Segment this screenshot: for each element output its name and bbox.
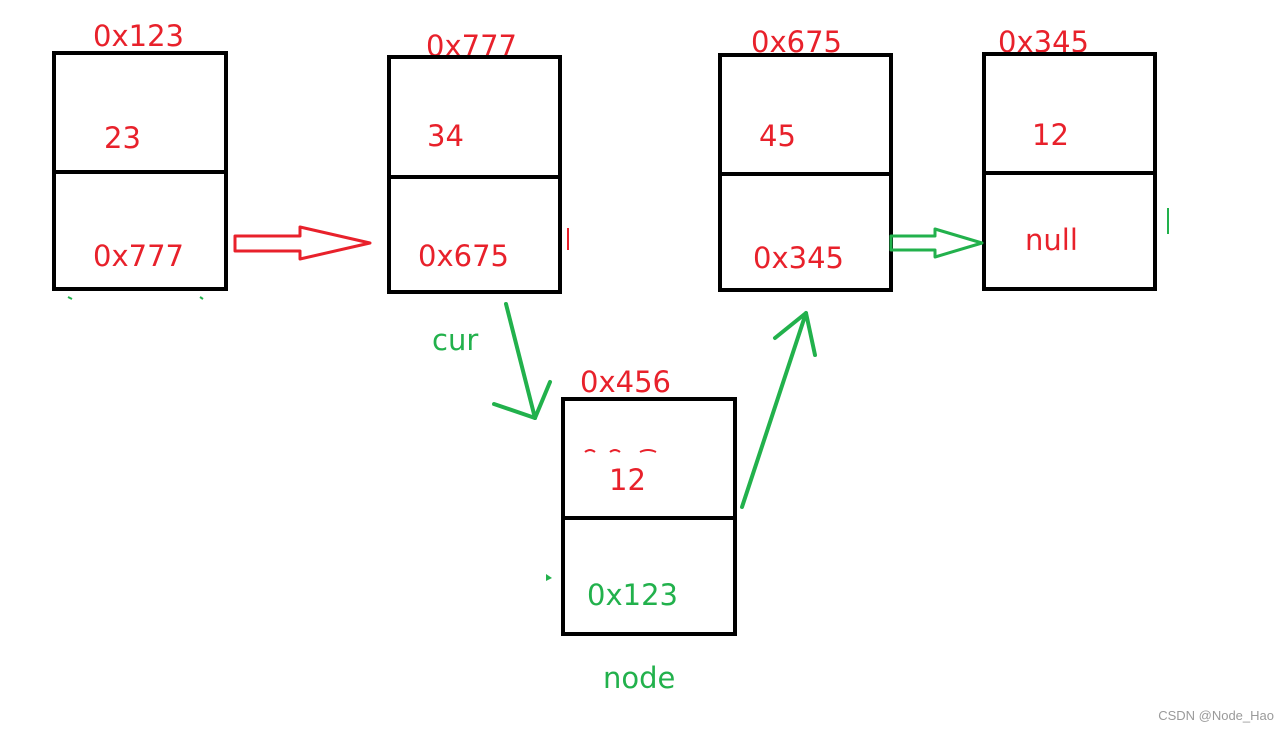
stray-marks xyxy=(67,208,1169,581)
new-node-address: 0x456 xyxy=(580,365,671,399)
list-node-1: 0x777 34 0x675 xyxy=(387,29,562,294)
cur-label: cur xyxy=(432,323,478,357)
new-node-next: 0x123 xyxy=(587,578,678,612)
green-pointer-arrow xyxy=(889,227,984,259)
cur-to-node-arrow xyxy=(492,302,552,420)
watermark: CSDN @Node_Hao xyxy=(1158,708,1274,723)
new-node-value: 12 xyxy=(609,463,646,497)
node-to-next-arrow xyxy=(740,311,817,509)
node-label: node xyxy=(603,661,675,695)
node-3-value: 12 xyxy=(1032,118,1069,152)
node-2-next: 0x345 xyxy=(753,241,844,275)
node-3-next: null xyxy=(1025,223,1078,257)
node-0-next: 0x777 xyxy=(93,239,184,273)
list-node-2: 0x675 45 0x345 xyxy=(718,25,893,292)
node-0-value: 23 xyxy=(104,121,141,155)
node-2-value: 45 xyxy=(759,119,796,153)
node-0-address: 0x123 xyxy=(93,19,184,53)
node-1-box xyxy=(387,55,562,294)
list-node-3: 0x345 12 null xyxy=(982,25,1157,291)
red-pointer-arrow xyxy=(233,225,372,261)
list-node-0: 0x123 23 0x777 xyxy=(52,19,228,291)
node-1-next: 0x675 xyxy=(418,239,509,273)
node-1-value: 34 xyxy=(427,119,464,153)
new-node: 0x456 12 0x123 node xyxy=(561,365,737,695)
